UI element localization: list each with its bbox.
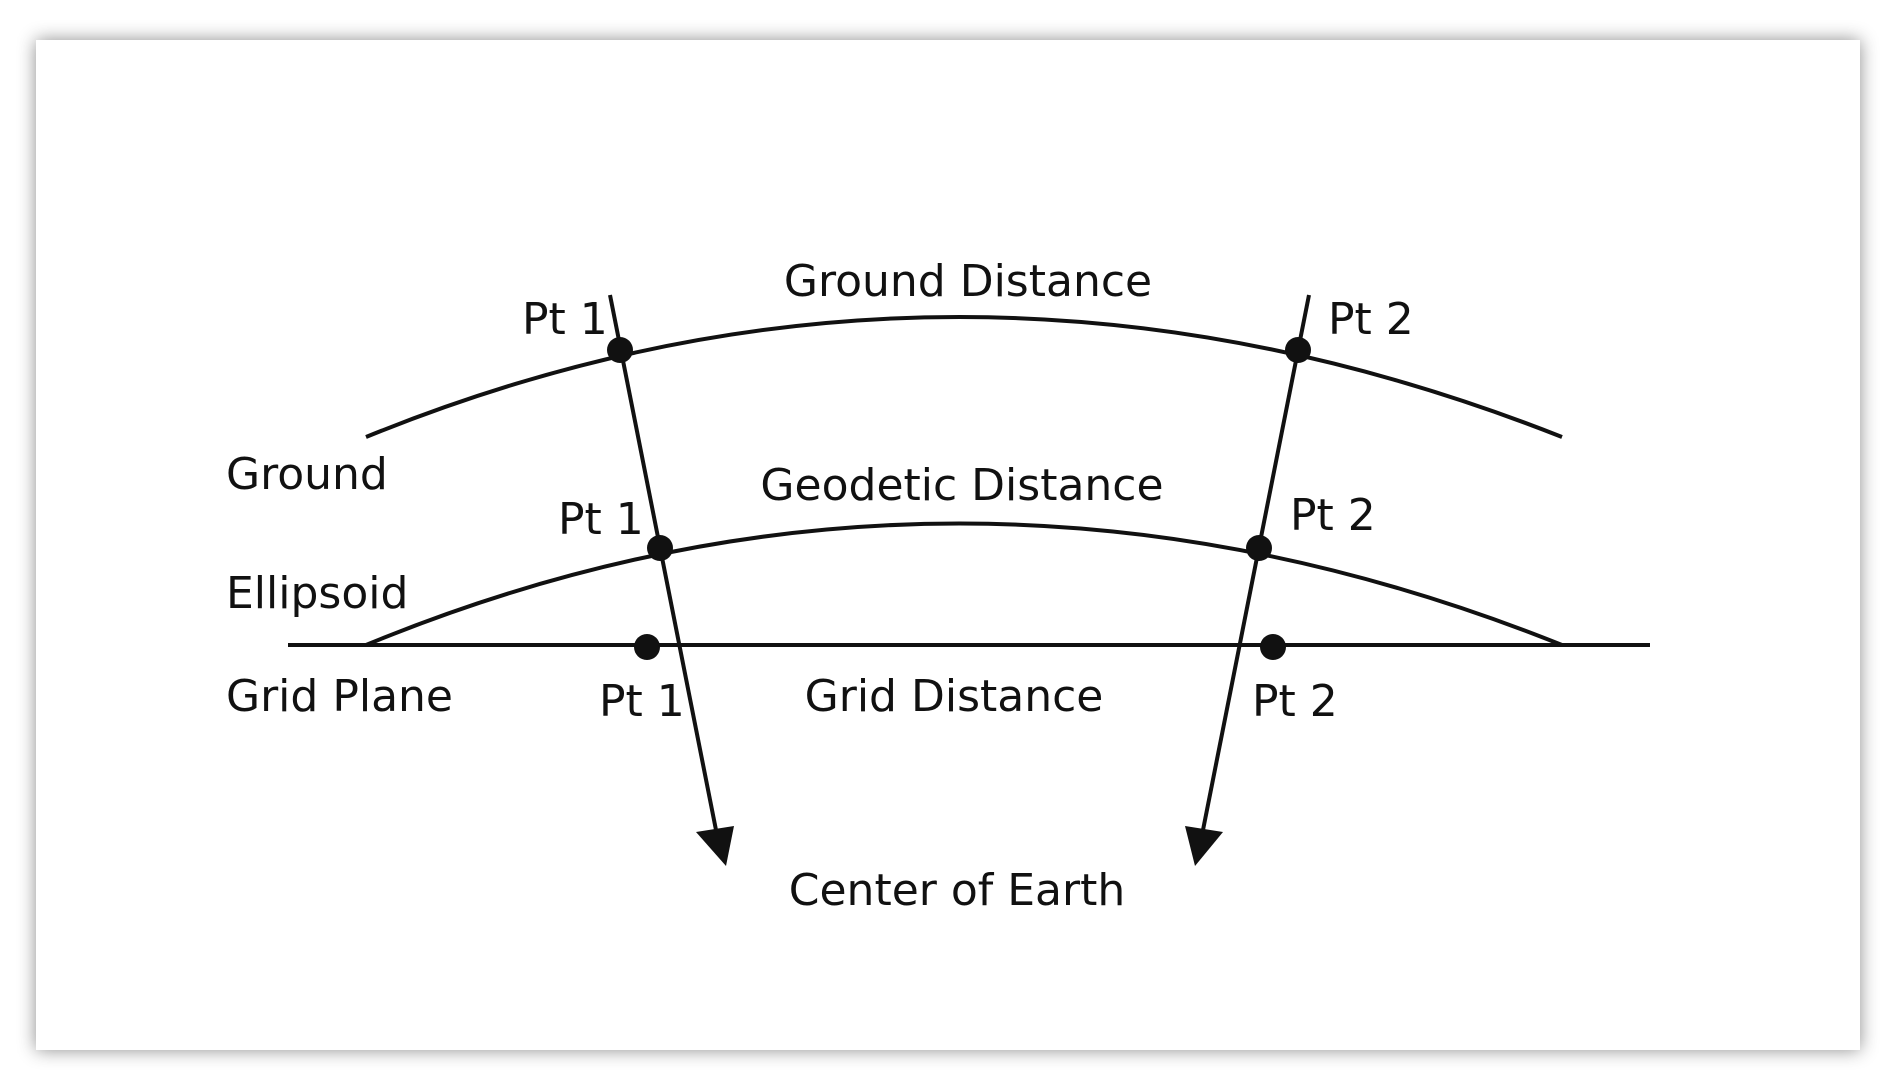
grid-point-2	[1260, 634, 1286, 660]
plumb-line-pt1	[608, 294, 718, 831]
ground-surface-label: Ground	[226, 449, 388, 500]
ground-curve	[365, 315, 1563, 439]
ellipsoid-surface-label: Ellipsoid	[226, 568, 408, 619]
geodetic-distance-label: Geodetic Distance	[760, 460, 1163, 511]
ground-distance-label: Ground Distance	[784, 256, 1152, 307]
grid-point-1	[634, 634, 660, 660]
ellipsoid-pt1-label: Pt 1	[558, 494, 644, 545]
card-background	[36, 40, 1860, 1050]
ground-pt1-label: Pt 1	[522, 294, 608, 345]
arrowhead-right-icon	[1185, 826, 1223, 866]
ground-pt2-label: Pt 2	[1328, 294, 1414, 345]
arrowhead-left-icon	[696, 826, 734, 866]
ground-point-1	[607, 337, 633, 363]
grid-pt1-label: Pt 1	[599, 676, 685, 727]
ellipsoid-pt2-label: Pt 2	[1290, 490, 1376, 541]
grid-distance-label: Grid Distance	[805, 671, 1104, 722]
plumb-line-pt2	[1201, 294, 1311, 831]
grid-pt2-label: Pt 2	[1252, 676, 1338, 727]
grid-plane-surface-label: Grid Plane	[226, 671, 453, 722]
ground-point-2	[1285, 337, 1311, 363]
ellipsoid-curve	[365, 521, 1563, 647]
center-of-earth-label: Center of Earth	[789, 865, 1125, 916]
ellipsoid-point-2	[1246, 535, 1272, 561]
ellipsoid-point-1	[647, 535, 673, 561]
